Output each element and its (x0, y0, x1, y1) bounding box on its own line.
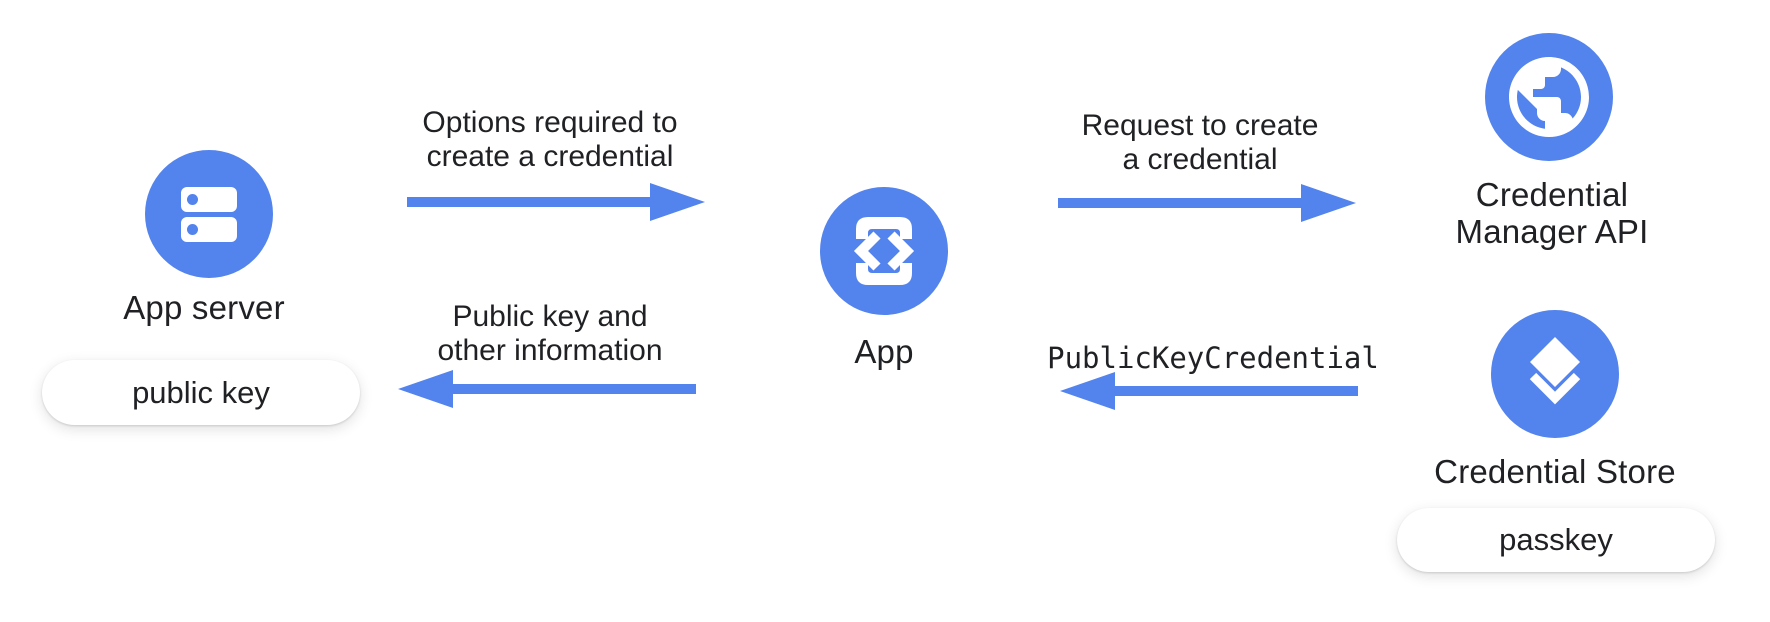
options-caption: Options required to create a credential (385, 106, 715, 174)
passkey-badge: passkey (1397, 508, 1715, 572)
credential-manager-api-label: Credential Manager API (1409, 176, 1695, 250)
options-arrow-right-icon (407, 183, 705, 221)
request-arrow-right-icon (1058, 184, 1356, 222)
app-label: App (854, 333, 914, 370)
credential-manager-api-label-line2: Manager API (1455, 213, 1649, 250)
public-key-info-caption-line1: Public key and (452, 300, 648, 333)
app-server-label: App server (123, 289, 285, 326)
options-caption-line1: Options required to (422, 106, 678, 139)
options-caption-line2: create a credential (426, 140, 674, 173)
public-key-badge-label: public key (132, 374, 270, 410)
app-node (820, 187, 948, 315)
public-key-info-caption: Public key and other information (385, 300, 715, 368)
publickeycredential-caption: PublicKeyCredential (1047, 341, 1379, 375)
publickeycredential-arrow-left-icon (1060, 372, 1358, 410)
globe-icon (1485, 33, 1613, 161)
app-code-icon (820, 187, 948, 315)
public-key-info-arrow-left-icon (398, 370, 696, 408)
public-key-info-caption-line2: other information (437, 334, 663, 367)
credential-manager-api-label-line1: Credential (1475, 176, 1629, 213)
layers-icon (1491, 310, 1619, 438)
public-key-badge: public key (42, 360, 360, 425)
credential-store-label: Credential Store (1434, 453, 1676, 490)
app-server-node (145, 150, 273, 278)
request-caption: Request to create a credential (1035, 109, 1365, 177)
request-caption-line2: a credential (1122, 143, 1278, 176)
server-icon (145, 150, 273, 278)
credential-store-node (1491, 310, 1619, 438)
credential-manager-api-node (1485, 33, 1613, 161)
request-caption-line1: Request to create (1081, 109, 1319, 142)
passkey-badge-label: passkey (1499, 522, 1613, 557)
